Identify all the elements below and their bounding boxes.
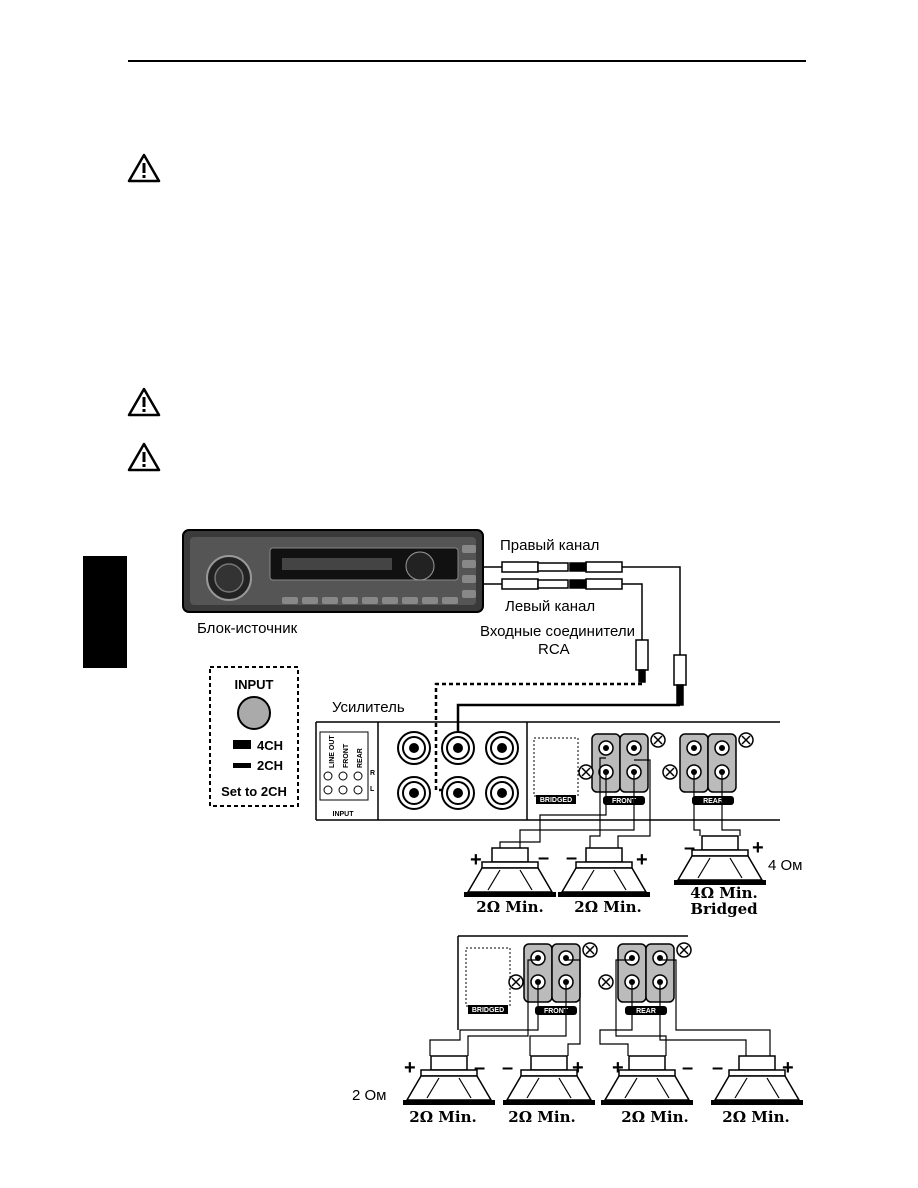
spk-label-b3: 2Ω Min. [621,1108,688,1126]
ohm-2-label: 2 Ом [352,1087,387,1104]
input-switch-box: INPUT 4CH 2CH Set to 2CH [209,666,299,807]
spk-label-b1: 2Ω Min. [409,1108,476,1126]
header-rule [128,60,806,62]
spk-label-b4: 2Ω Min. [722,1108,789,1126]
option-4ch: 4CH [257,738,283,753]
warning-icon [127,442,161,472]
line-out-label: LINE OUT [329,735,336,768]
svg-text:+: + [782,1057,794,1079]
svg-text:+: + [752,837,764,859]
svg-text:–: – [684,837,695,859]
ohm-4-label: 4 Ом [768,857,803,874]
svg-text:L: L [370,786,375,793]
spk-label-b2: 2Ω Min. [508,1108,575,1126]
input-title: INPUT [235,677,274,692]
option-2ch: 2CH [257,758,283,773]
set-to-2ch: Set to 2CH [221,784,287,799]
warning-icon [127,387,161,417]
svg-text:+: + [612,1057,624,1079]
svg-text:FRONT: FRONT [544,1008,569,1015]
rca-inputs-label-2: RCA [538,641,570,658]
svg-text:–: – [502,1057,513,1079]
svg-text:R: R [370,770,375,777]
left-channel-label: Левый канал [505,598,595,615]
right-channel-label: Правый канал [500,537,599,554]
spk-label-1: 2Ω Min. [476,898,543,916]
svg-text:–: – [474,1057,485,1079]
spk-label-2: 2Ω Min. [574,898,641,916]
input-panel-label: INPUT [333,811,355,818]
svg-text:REAR: REAR [703,798,723,805]
svg-text:–: – [712,1057,723,1079]
amplifier-panel: LINE OUT FRONT REAR R L INPUT BRIDGED FR… [315,721,780,821]
front-label: FRONT [343,743,350,768]
svg-text:+: + [636,849,648,871]
svg-text:+: + [404,1057,416,1079]
svg-text:–: – [538,847,549,869]
svg-text:–: – [682,1057,693,1079]
amplifier-label: Усилитель [332,699,405,716]
svg-text:BRIDGED: BRIDGED [472,1007,504,1014]
svg-text:REAR: REAR [636,1008,656,1015]
svg-text:+: + [470,849,482,871]
svg-text:+: + [572,1057,584,1079]
warning-icon [127,153,161,183]
head-unit [182,529,484,613]
svg-text:FRONT: FRONT [612,798,637,805]
svg-text:–: – [566,847,577,869]
rca-inputs-label: Входные соединители [480,623,635,640]
amplifier-panel-2ohm: BRIDGED FRONT REAR [457,935,692,1030]
rear-label: REAR [357,748,364,768]
bridged-label: Bridged [690,900,758,918]
section-side-tab [83,556,127,668]
source-unit-label: Блок-источник [197,620,298,637]
spk-label-3: 4Ω Min. [690,884,757,902]
svg-text:BRIDGED: BRIDGED [540,797,572,804]
